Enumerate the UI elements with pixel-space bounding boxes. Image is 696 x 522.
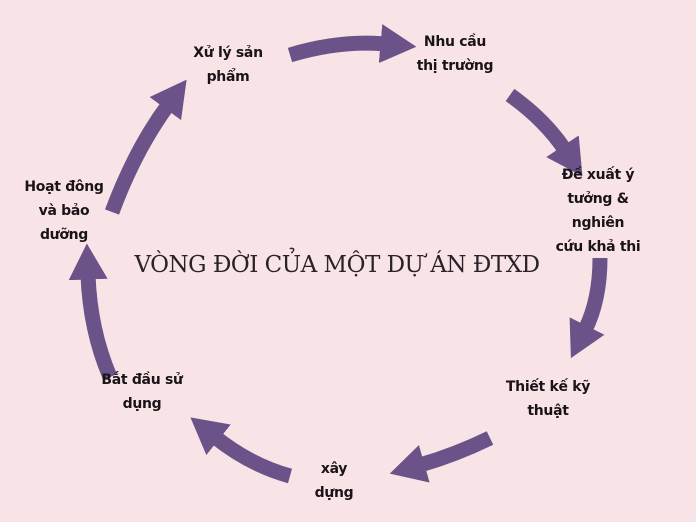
stage-line: thuật: [527, 403, 569, 419]
stage-line: Bắt đầu sử: [101, 372, 183, 388]
stage-technical-design: Thiết kế kỹ thuật: [505, 375, 591, 423]
stage-line: Xử lý sản: [193, 45, 263, 61]
stage-market-demand: Nhu cầu thị trường: [417, 30, 494, 78]
diagram-title: VÒNG ĐỜI CỦA MỘT DỰ ÁN ĐTXD: [134, 252, 540, 278]
arrow-icon: [287, 24, 417, 64]
arrow-icon: [190, 417, 293, 484]
stage-line: Hoạt đông: [24, 179, 104, 195]
stage-line: dựng: [314, 485, 354, 501]
stage-line: nghiên: [571, 215, 625, 231]
stage-start-use: Bắt đầu sử dụng: [101, 368, 183, 416]
stage-product-disposal: Xử lý sản phẩm: [193, 41, 263, 89]
stage-line: phẩm: [206, 69, 250, 85]
stage-line: xây: [320, 461, 348, 477]
stage-line: Nhu cầu: [423, 34, 487, 50]
arrow-icon: [104, 79, 187, 215]
stage-proposal-feasibility: Đề xuất ý tưởng & nghiên cứu khả thi: [556, 163, 641, 259]
stage-operation-maintenance: Hoạt đông và bảo dưỡng: [24, 175, 104, 247]
stage-line: tưởng &: [567, 191, 629, 207]
stage-line: cứu khả thi: [555, 239, 641, 255]
arrow-icon: [505, 88, 583, 177]
stage-line: dưỡng: [39, 227, 89, 243]
stage-line: dụng: [122, 396, 162, 412]
stage-construction: xây dựng: [315, 457, 354, 505]
stage-line: thị trường: [416, 58, 494, 74]
stage-line: và bảo: [38, 203, 90, 219]
arrow-icon: [68, 243, 117, 380]
stage-line: Thiết kế kỹ: [505, 379, 591, 395]
arrow-icon: [569, 257, 608, 359]
arrow-icon: [389, 431, 494, 483]
stage-line: Đề xuất ý: [561, 167, 635, 183]
